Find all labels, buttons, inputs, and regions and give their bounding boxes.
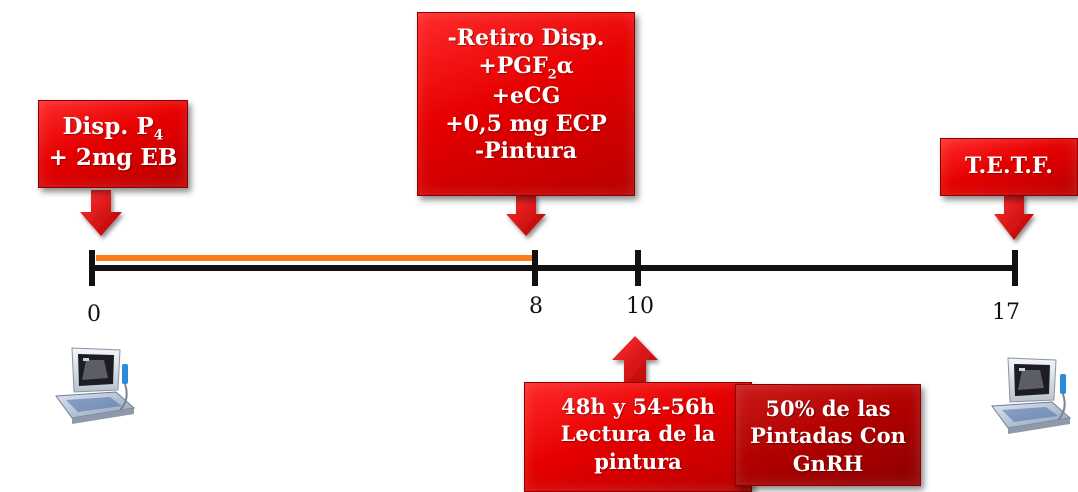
tick-label-0: 0 — [87, 302, 101, 327]
start-treatment-box: Disp. P4 + 2mg EB — [38, 100, 188, 188]
arrow-down-day17-icon — [994, 194, 1034, 240]
tick-label-17: 17 — [992, 300, 1020, 325]
day8-line-4: +0,5 mg ECP — [445, 110, 607, 137]
day10-reading-box: 48h y 54-56h Lectura de la pintura — [524, 382, 752, 492]
arrow-up-day10-icon — [612, 336, 658, 384]
reading-line-2: Lectura de la — [560, 421, 716, 447]
gnrh-line-2: Pintadas Con — [750, 423, 906, 449]
gnrh-line-3: GnRH — [792, 450, 864, 476]
day17-label: T.E.T.F. — [965, 153, 1053, 179]
gnrh-line-1: 50% de las — [765, 396, 891, 421]
day10-gnrh-box: 50% de las Pintadas Con GnRH — [735, 384, 921, 486]
tick-label-10: 10 — [626, 294, 654, 319]
day8-line-5: -Pintura — [474, 138, 578, 165]
ultrasound-machine-right-icon — [991, 357, 1072, 434]
reading-line-1: 48h y 54-56h — [561, 394, 715, 419]
ultrasound-machine-left-icon — [55, 347, 136, 424]
start-line-2: + 2mg EB — [48, 144, 178, 172]
day17-tetf-box: T.E.T.F. — [940, 138, 1078, 196]
day8-line-3: +eCG — [491, 83, 561, 110]
tick-label-8: 8 — [529, 294, 543, 319]
arrow-down-day0-icon — [80, 190, 122, 236]
start-line-1: Disp. P4 — [62, 113, 164, 144]
day8-line-1: -Retiro Disp. — [447, 25, 605, 51]
arrow-down-day8-icon — [506, 194, 546, 236]
reading-line-3: pintura — [594, 448, 682, 474]
day8-line-2: +PGF2α — [478, 52, 574, 82]
day8-treatment-box: -Retiro Disp. +PGF2α +eCG +0,5 mg ECP -P… — [417, 12, 635, 196]
